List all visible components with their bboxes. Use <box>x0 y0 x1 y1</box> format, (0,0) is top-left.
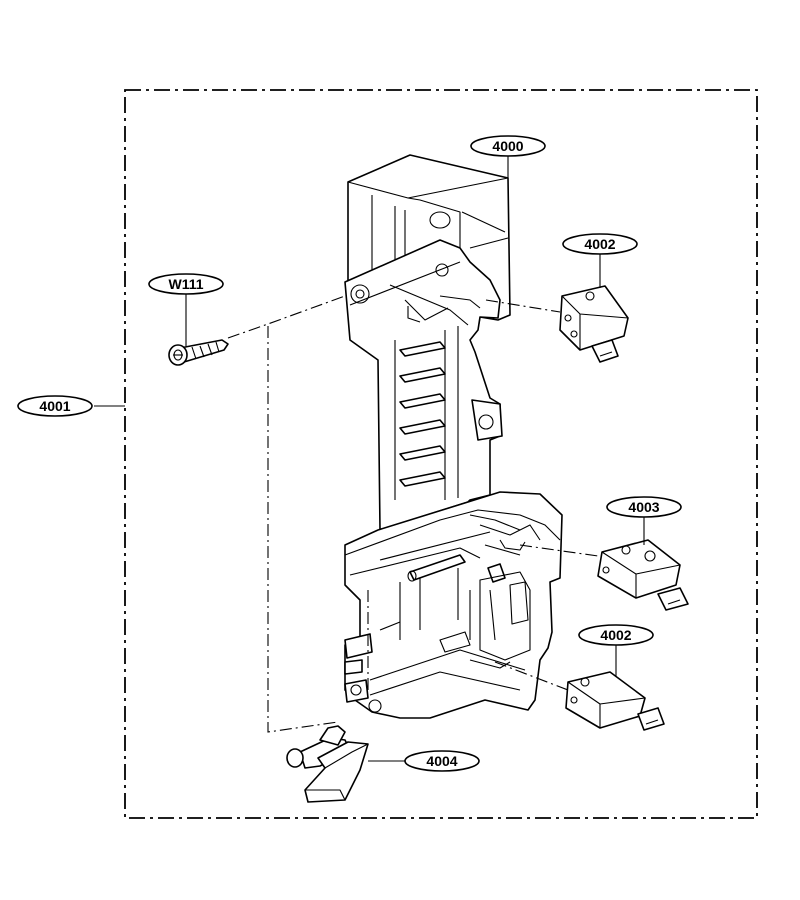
callout-label: 4004 <box>426 753 457 769</box>
assembly-lines <box>227 295 599 733</box>
callout-label: 4002 <box>584 236 615 252</box>
screw-part <box>168 339 229 366</box>
callout-W111: W111 <box>148 273 224 295</box>
callout-label: 4003 <box>628 499 659 515</box>
callout-4004: 4004 <box>404 750 480 772</box>
callout-4000: 4000 <box>470 135 546 157</box>
rib-ladder <box>394 326 459 500</box>
callout-4003: 4003 <box>606 496 682 518</box>
assembly-frame <box>124 89 758 819</box>
callout-4002-upper: 4002 <box>562 233 638 255</box>
callout-4001: 4001 <box>17 395 93 417</box>
micro-switch-middle-part <box>597 539 689 611</box>
callout-label: 4002 <box>600 627 631 643</box>
latch-board-part <box>344 154 563 719</box>
micro-switch-lower-part <box>565 671 665 731</box>
micro-switch-upper-part <box>559 285 629 363</box>
callout-label: W111 <box>168 276 203 292</box>
callout-leaders <box>94 156 645 762</box>
lever-part <box>286 725 369 803</box>
callout-label: 4001 <box>39 398 70 414</box>
callout-4002-lower: 4002 <box>578 624 654 646</box>
callout-label: 4000 <box>492 138 523 154</box>
